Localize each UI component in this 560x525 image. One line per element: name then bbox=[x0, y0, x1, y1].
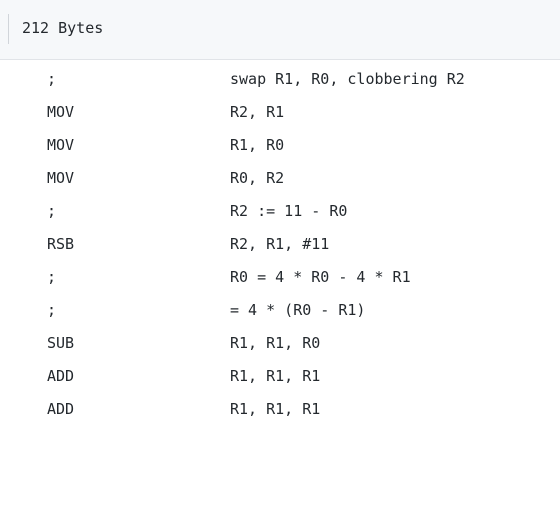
code-operands: R2, R1, #11 bbox=[230, 235, 330, 253]
file-size-label: 212 Bytes bbox=[22, 19, 104, 37]
code-line: ; = 4 * (R0 - R1) bbox=[0, 294, 560, 327]
code-line: ; swap R1, R0, clobbering R2 bbox=[0, 63, 560, 96]
code-opcode: ; bbox=[47, 202, 57, 220]
code-operands: R1, R0 bbox=[230, 136, 285, 154]
code-opcode: MOV bbox=[47, 103, 75, 121]
header-divider bbox=[8, 14, 9, 44]
code-opcode: ADD bbox=[47, 367, 75, 385]
code-operands: R1, R1, R1 bbox=[230, 400, 321, 418]
code-opcode: ; bbox=[47, 70, 57, 88]
code-view: ; swap R1, R0, clobbering R2 MOV R2, R1 … bbox=[0, 61, 560, 420]
code-opcode: ; bbox=[47, 268, 57, 286]
code-line: ; R2 := 11 - R0 bbox=[0, 195, 560, 228]
code-opcode: MOV bbox=[47, 169, 75, 187]
code-line: ADD R1, R1, R1 bbox=[0, 393, 560, 426]
code-line: MOV R0, R2 bbox=[0, 162, 560, 195]
code-line: SUB R1, R1, R0 bbox=[0, 327, 560, 360]
code-operands: R1, R1, R1 bbox=[230, 367, 321, 385]
code-line: ADD R1, R1, R1 bbox=[0, 360, 560, 393]
code-operands: swap R1, R0, clobbering R2 bbox=[230, 70, 465, 88]
code-line: MOV R2, R1 bbox=[0, 96, 560, 129]
file-header: 212 Bytes bbox=[0, 0, 560, 60]
code-opcode: ; bbox=[47, 301, 57, 319]
code-operands: R2, R1 bbox=[230, 103, 285, 121]
code-line: ; R0 = 4 * R0 - 4 * R1 bbox=[0, 261, 560, 294]
code-opcode: ADD bbox=[47, 400, 75, 418]
code-operands: = 4 * (R0 - R1) bbox=[230, 301, 366, 319]
code-operands: R0, R2 bbox=[230, 169, 285, 187]
code-line: RSB R2, R1, #11 bbox=[0, 228, 560, 261]
code-opcode: MOV bbox=[47, 136, 75, 154]
code-operands: R1, R1, R0 bbox=[230, 334, 321, 352]
code-operands: R0 = 4 * R0 - 4 * R1 bbox=[230, 268, 411, 286]
code-opcode: SUB bbox=[47, 334, 75, 352]
code-opcode: RSB bbox=[47, 235, 75, 253]
code-operands: R2 := 11 - R0 bbox=[230, 202, 348, 220]
code-line: MOV R1, R0 bbox=[0, 129, 560, 162]
